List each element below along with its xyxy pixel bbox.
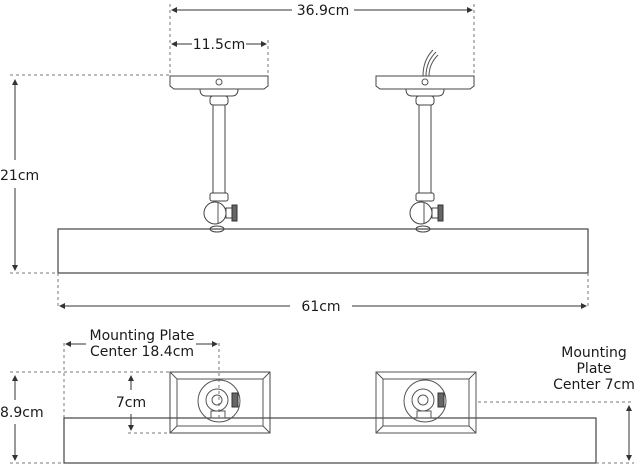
mounting-center-horizontal-line2: Center 18.4cm bbox=[90, 344, 194, 360]
left-plate-top bbox=[169, 371, 271, 434]
right-plate-top bbox=[375, 371, 477, 434]
mounting-center-horizontal-line1: Mounting Plate bbox=[90, 328, 195, 344]
light-bar-top bbox=[63, 417, 597, 464]
left-mounting-plate bbox=[169, 75, 269, 233]
width-label: 61cm bbox=[301, 299, 340, 315]
top-view: Mounting Plate Center 18.4cm 8.9cm 7cm bbox=[0, 328, 634, 464]
height-label: 21cm bbox=[0, 168, 39, 184]
dimension-width: 61cm bbox=[57, 273, 589, 315]
mount-span-label: 36.9cm bbox=[297, 3, 350, 19]
front-view: 36.9cm 11.5cm 21cm bbox=[0, 3, 589, 315]
dimension-mounting-center-vertical: Mounting Plate Center 7cm bbox=[478, 345, 634, 464]
mounting-center-vertical-line1: Mounting bbox=[561, 345, 627, 361]
plate-width-label: 11.5cm bbox=[193, 37, 246, 53]
dimension-height: 21cm bbox=[0, 74, 170, 274]
mounting-center-vertical-line2: Plate bbox=[576, 361, 611, 377]
light-bar-front bbox=[57, 228, 589, 274]
mounting-center-vertical-line3: Center 7cm bbox=[553, 377, 634, 393]
right-mounting-plate bbox=[375, 49, 475, 233]
plate-height-label: 7cm bbox=[116, 395, 146, 411]
dimension-plate-height: 7cm bbox=[116, 375, 170, 434]
depth-label: 8.9cm bbox=[0, 405, 44, 421]
dimension-mount-span: 36.9cm bbox=[169, 3, 475, 76]
dimension-plate-width: 11.5cm bbox=[171, 37, 269, 76]
dimension-mounting-center-horizontal: Mounting Plate Center 18.4cm bbox=[63, 328, 220, 462]
dimension-depth: 8.9cm bbox=[0, 371, 170, 464]
